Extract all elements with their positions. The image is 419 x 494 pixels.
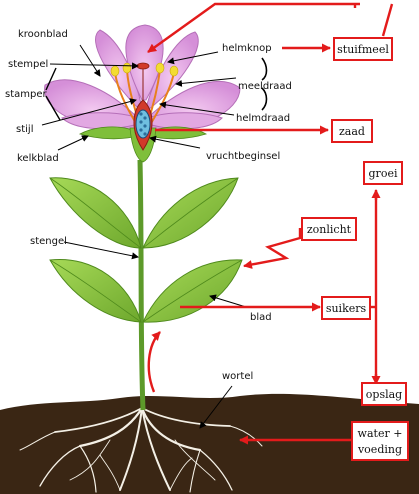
label-kroonblad: kroonblad <box>18 29 68 40</box>
leaf-upper-right <box>142 177 239 249</box>
ovary <box>135 109 151 139</box>
soil <box>0 393 419 494</box>
box-opslag: opslag <box>361 382 407 406</box>
sepal-right <box>149 126 208 140</box>
stigma <box>136 62 150 70</box>
box-zonlicht-text: zonlicht <box>307 223 352 236</box>
box-opslag-text: opslag <box>366 388 402 401</box>
sepal-left <box>78 126 139 140</box>
box-stuifmeel: stuifmeel <box>333 37 393 61</box>
label-wortel: wortel <box>222 371 253 382</box>
red-arrows <box>148 2 394 445</box>
leaf-lower-right <box>142 259 243 323</box>
label-vruchtbeginsel: vruchtbeginsel <box>206 151 280 162</box>
box-groei-text: groei <box>369 167 398 180</box>
label-helmknop: helmknop <box>222 43 272 54</box>
box-water-voeding: water + voeding <box>351 421 409 461</box>
label-meeldraad: meeldraad <box>238 81 292 92</box>
roots <box>19 406 263 493</box>
box-groei: groei <box>363 161 403 185</box>
label-helmdraad: helmdraad <box>236 113 290 124</box>
label-stijl: stijl <box>16 124 33 135</box>
box-water-line1: water + <box>358 427 403 440</box>
leader-lines <box>41 44 268 429</box>
stem <box>137 159 146 411</box>
box-suikers: suikers <box>321 296 371 320</box>
box-zaad-text: zaad <box>339 125 365 138</box>
label-stamper: stamper <box>5 89 48 100</box>
label-kelkblad: kelkblad <box>17 153 59 164</box>
label-blad: blad <box>250 312 272 323</box>
box-water-line2: voeding <box>357 443 402 456</box>
box-zaad: zaad <box>331 119 373 143</box>
label-stempel: stempel <box>8 59 48 70</box>
box-zonlicht: zonlicht <box>301 217 357 241</box>
box-stuifmeel-text: stuifmeel <box>337 43 389 56</box>
ovules <box>139 112 147 136</box>
label-stengel: stengel <box>30 236 67 247</box>
box-suikers-text: suikers <box>326 302 367 315</box>
